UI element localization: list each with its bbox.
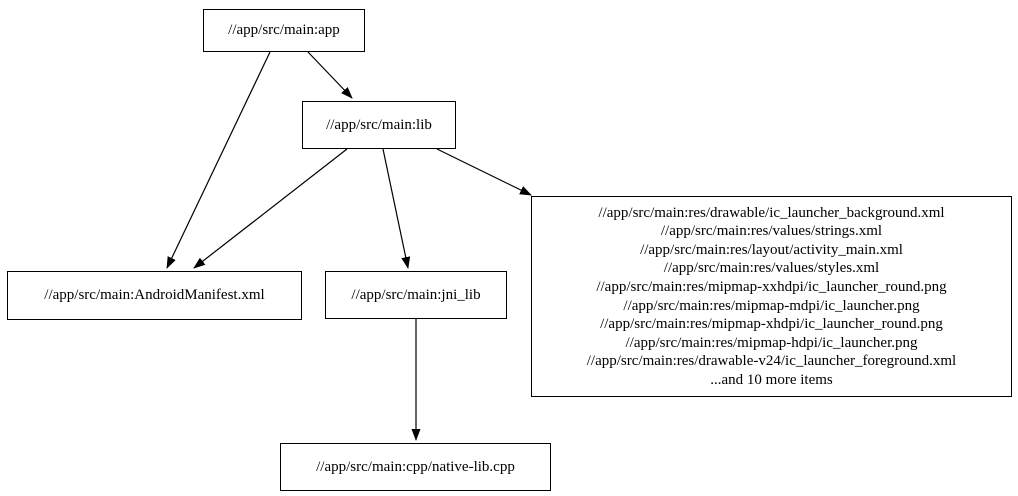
node-android-manifest: //app/src/main:AndroidManifest.xml [7, 271, 302, 320]
edge-app-to-manifest [166, 51, 271, 269]
resource-list-line: //app/src/main:res/drawable-v24/ic_launc… [586, 353, 957, 370]
resource-list-line: //app/src/main:res/drawable/ic_launcher_… [598, 204, 945, 221]
node-native-lib-cpp: //app/src/main:cpp/native-lib.cpp [280, 443, 551, 491]
resource-list-line: //app/src/main:res/mipmap-xxhdpi/ic_laun… [596, 278, 947, 295]
resource-list-more-items: ...and 10 more items [710, 371, 833, 388]
resource-list-line: //app/src/main:res/mipmap-mdpi/ic_launch… [623, 297, 920, 314]
edge-app-to-lib [307, 51, 353, 99]
edge-lib-to-jni-lib [382, 148, 411, 269]
node-app-target: //app/src/main:app [203, 9, 365, 52]
node-jni-lib-target: //app/src/main:jni_lib [325, 271, 507, 319]
resource-list-line: //app/src/main:res/mipmap-hdpi/ic_launch… [625, 334, 918, 351]
node-resources-list: //app/src/main:res/drawable/ic_launcher_… [531, 196, 1012, 397]
resource-list-line: //app/src/main:res/values/strings.xml [660, 223, 883, 240]
resource-list-line: //app/src/main:res/values/styles.xml [663, 260, 880, 277]
node-lib-target: //app/src/main:lib [302, 101, 456, 149]
resource-list-line: //app/src/main:res/mipmap-xhdpi/ic_launc… [600, 316, 943, 333]
edge-lib-to-resources [436, 148, 532, 196]
edge-lib-to-manifest [193, 148, 348, 269]
resource-list-line: //app/src/main:res/layout/activity_main.… [640, 241, 903, 258]
